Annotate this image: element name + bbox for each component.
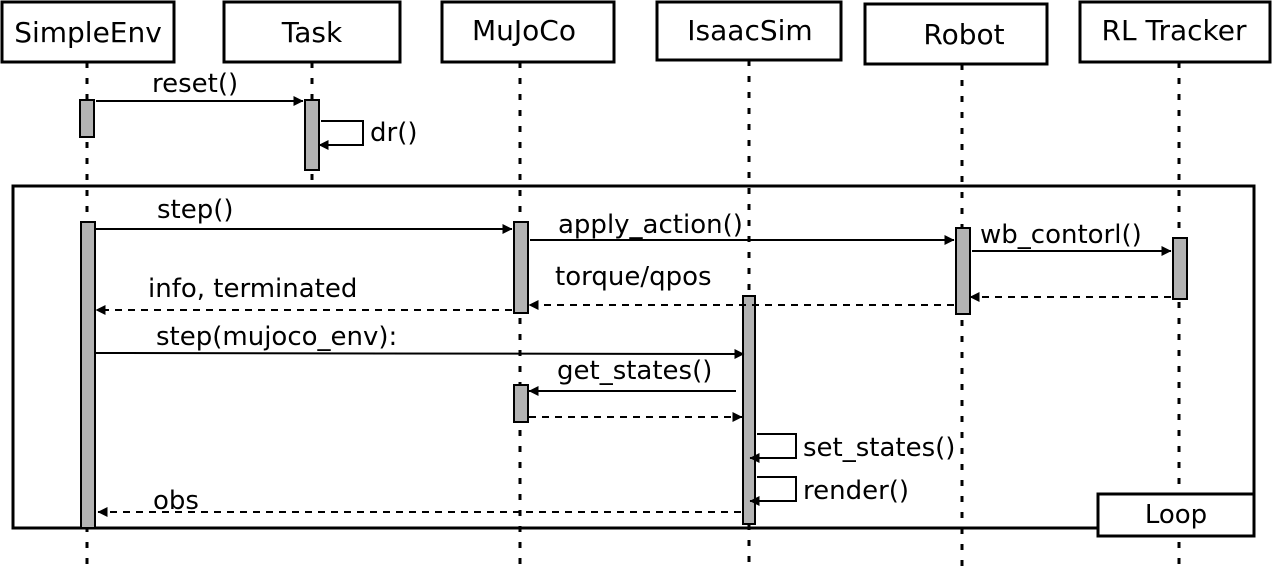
actor-rltracker: RL Tracker <box>1078 0 1272 64</box>
activation-mujoco-getstates <box>513 384 529 423</box>
message-get-states: get_states() <box>528 356 736 396</box>
activation-robot-apply <box>955 227 971 315</box>
message-obs: obs <box>97 486 741 517</box>
message-info-terminated: info, terminated <box>95 274 512 315</box>
actor-mujoco: MuJoCo <box>440 0 616 64</box>
actor-robot: Robot <box>863 2 1049 66</box>
actor-label-robot: Robot <box>923 18 1004 51</box>
activation-isaacsim-step <box>742 295 756 525</box>
actor-label-rltracker: RL Tracker <box>1102 14 1247 47</box>
loop-frame-tag <box>1096 492 1256 538</box>
activation-simpleenv-loop <box>80 221 96 529</box>
actor-label-simpleenv: SimpleEnv <box>14 16 162 49</box>
message-label-dr: dr() <box>370 118 417 148</box>
message-label-obs: obs <box>153 486 199 516</box>
activation-rltracker-control <box>1172 237 1188 300</box>
message-step-mujoco-env: step(mujoco_env): <box>95 322 745 359</box>
actor-task: Task <box>222 0 402 64</box>
message-label-get-states: get_states() <box>557 356 712 386</box>
message-apply-action: apply_action() <box>530 210 955 245</box>
message-label-render: render() <box>803 476 909 506</box>
message-render: render() <box>749 476 909 506</box>
message-wb-control: wb_contorl() <box>972 220 1172 256</box>
message-label-info-terminated: info, terminated <box>148 274 357 304</box>
loop-label: Loop <box>1145 500 1207 530</box>
message-torque-qpos: torque/qpos <box>528 262 954 310</box>
message-label-apply-action: apply_action() <box>558 210 743 240</box>
message-label-step: step() <box>157 195 234 225</box>
actor-label-isaacsim: IsaacSim <box>687 14 812 47</box>
message-step: step() <box>96 195 513 234</box>
message-label-reset: reset() <box>152 69 238 99</box>
actor-isaacsim: IsaacSim <box>655 0 843 62</box>
message-reset: reset() <box>96 69 304 106</box>
activation-simpleenv-reset <box>79 99 95 138</box>
loop-frame <box>11 184 1256 530</box>
actor-label-mujoco: MuJoCo <box>472 14 576 47</box>
message-set-states: set_states() <box>749 433 955 463</box>
actor-simpleenv: SimpleEnv <box>0 0 176 64</box>
message-label-set-states: set_states() <box>803 433 955 463</box>
message-label-step-mujoco-env: step(mujoco_env): <box>156 322 397 352</box>
message-label-torque-qpos: torque/qpos <box>555 262 712 292</box>
message-label-wb-control: wb_contorl() <box>980 220 1142 250</box>
activation-task-reset <box>304 99 320 171</box>
activation-mujoco-step <box>513 221 529 314</box>
actor-label-task: Task <box>281 16 343 49</box>
message-dr: dr() <box>318 118 417 150</box>
